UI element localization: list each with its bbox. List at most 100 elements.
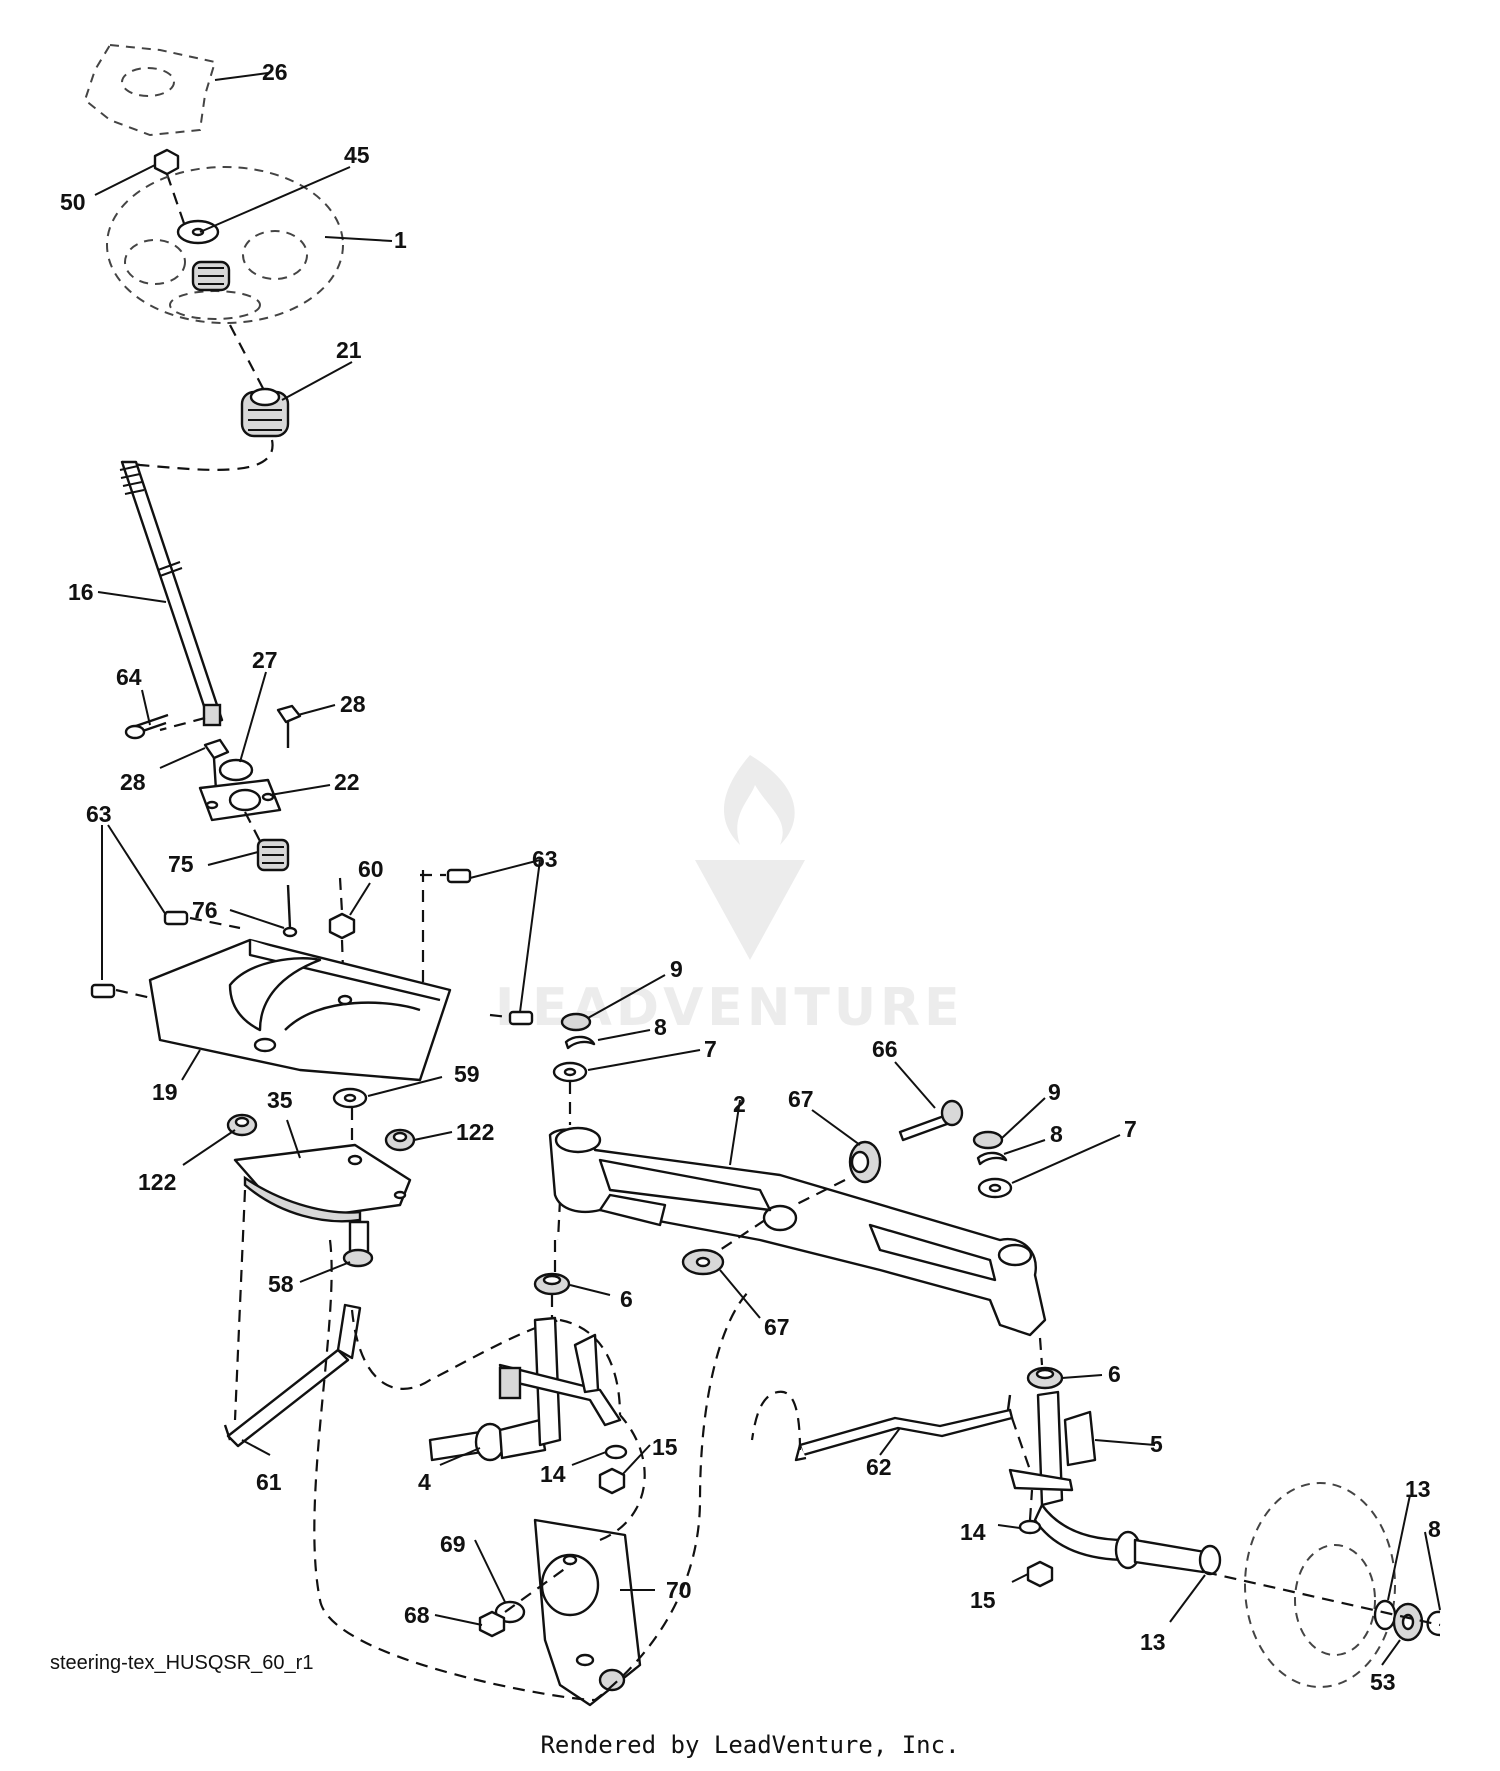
part-60-nut (328, 912, 356, 940)
part-19-steering-plate (148, 938, 452, 1082)
part-122-bushing-b (384, 1128, 416, 1152)
callout-70: 70 (666, 1577, 692, 1603)
part-68-bolt (478, 1610, 506, 1638)
callout-1: 1 (394, 227, 407, 253)
callout-26: 26 (262, 59, 288, 85)
callout-21: 21 (336, 337, 362, 363)
part-1-steering-wheel (106, 166, 344, 324)
callout-60: 60 (358, 856, 384, 882)
part-9-cap-right (972, 1130, 1004, 1150)
callout-53: 53 (1370, 1669, 1396, 1695)
callout-61: 61 (256, 1469, 282, 1495)
callout-15-b: 15 (970, 1587, 996, 1613)
callout-68: 68 (404, 1602, 430, 1628)
callout-9-a: 9 (670, 956, 683, 982)
part-66-pivot-bolt (898, 1099, 964, 1142)
part-45-washer (176, 219, 220, 245)
part-75-pinion (256, 838, 290, 872)
part-58-bolt (342, 1220, 374, 1268)
part-2-front-axle (548, 1126, 1047, 1337)
part-8-ring-left (564, 1035, 596, 1050)
part-63-bolt-a (163, 910, 241, 930)
part-67-washer-b (681, 1248, 725, 1276)
part-63-bolt-c (420, 868, 472, 884)
part-59-washer (332, 1087, 368, 1109)
callout-62: 62 (866, 1454, 892, 1480)
callout-13-b: 13 (1140, 1629, 1166, 1655)
part-15-nut-left (598, 1467, 626, 1495)
part-21-adapter (240, 387, 290, 438)
part-50-nut (153, 148, 180, 176)
front-wheel (1244, 1482, 1396, 1688)
diagram-filename: steering-tex_HUSQSR_60_r1 (50, 1652, 314, 1674)
callout-8-b: 8 (1050, 1121, 1063, 1147)
render-credit: Rendered by LeadVenture, Inc. (540, 1731, 960, 1759)
part-9-cap-left (560, 1012, 592, 1032)
part-67-washer-a (848, 1140, 882, 1184)
callout-19: 19 (152, 1079, 178, 1105)
watermark-text: LEADVENTURE (495, 978, 964, 1038)
callout-2: 2 (733, 1091, 746, 1117)
part-22-bracket (198, 778, 282, 822)
part-15-nut-right (1026, 1560, 1054, 1588)
callout-58: 58 (268, 1271, 294, 1297)
callout-6-b: 6 (1108, 1361, 1121, 1387)
part-5-spindle-right (1008, 1390, 1207, 1574)
part-70-plate (533, 1518, 642, 1707)
leader-lines (94, 72, 1441, 1666)
part-7-washer-right (977, 1177, 1013, 1199)
callout-59: 59 (454, 1061, 480, 1087)
part-4-spindle-left (428, 1316, 622, 1462)
part-64-clip (124, 713, 169, 740)
part-53-washer (1392, 1602, 1424, 1642)
part-61-drag-link (223, 1303, 362, 1448)
part-63-bolt-b (90, 983, 161, 1002)
callout-66: 66 (872, 1036, 898, 1062)
callout-67-b: 67 (764, 1314, 790, 1340)
callout-27: 27 (252, 647, 278, 673)
callout-14-b: 14 (960, 1519, 986, 1545)
callout-122-b: 122 (456, 1119, 494, 1145)
part-76-bolt (282, 884, 298, 938)
callout-15-a: 15 (652, 1434, 678, 1460)
wheel-hub (191, 260, 231, 292)
leadventure-watermark: LEADVENTURE (495, 755, 964, 1038)
callout-8-c: 8 (1428, 1516, 1441, 1542)
callout-28-b: 28 (340, 691, 366, 717)
callout-8-a: 8 (654, 1014, 667, 1040)
callout-69: 69 (440, 1531, 466, 1557)
part-35-sector-gear (233, 1143, 412, 1223)
part-7-washer-left (552, 1061, 588, 1083)
part-26-cap (83, 43, 217, 137)
part-16-steering-shaft (119, 460, 224, 727)
part-122-bushing-a (226, 1113, 258, 1137)
callout-67-a: 67 (788, 1086, 814, 1112)
callout-16: 16 (68, 579, 94, 605)
part-6-bushing-right (1026, 1366, 1064, 1390)
callout-50: 50 (60, 189, 86, 215)
callout-5: 5 (1150, 1431, 1163, 1457)
callout-63-b: 63 (532, 846, 558, 872)
callout-22: 22 (334, 769, 360, 795)
callout-28-a: 28 (120, 769, 146, 795)
callout-6-a: 6 (620, 1286, 633, 1312)
part-6-bushing-left (533, 1272, 571, 1296)
part-8-ring-right (976, 1151, 1008, 1166)
callout-64: 64 (116, 664, 142, 690)
callout-75: 75 (168, 851, 194, 877)
part-14-washer-left (604, 1444, 628, 1460)
part-28-bolt-b (276, 704, 302, 748)
part-62-tie-rod (794, 1394, 1014, 1462)
callout-4: 4 (418, 1469, 431, 1495)
part-27-bushing (218, 758, 254, 782)
callout-76: 76 (192, 897, 218, 923)
part-14-washer-right (1018, 1519, 1042, 1535)
part-28-bolt-a (203, 738, 230, 791)
callout-13-a: 13 (1405, 1476, 1431, 1502)
callout-14-a: 14 (540, 1461, 566, 1487)
callout-7-b: 7 (1124, 1116, 1137, 1142)
callout-35: 35 (267, 1087, 293, 1113)
callout-9-b: 9 (1048, 1079, 1061, 1105)
callout-122-a: 122 (138, 1169, 176, 1195)
